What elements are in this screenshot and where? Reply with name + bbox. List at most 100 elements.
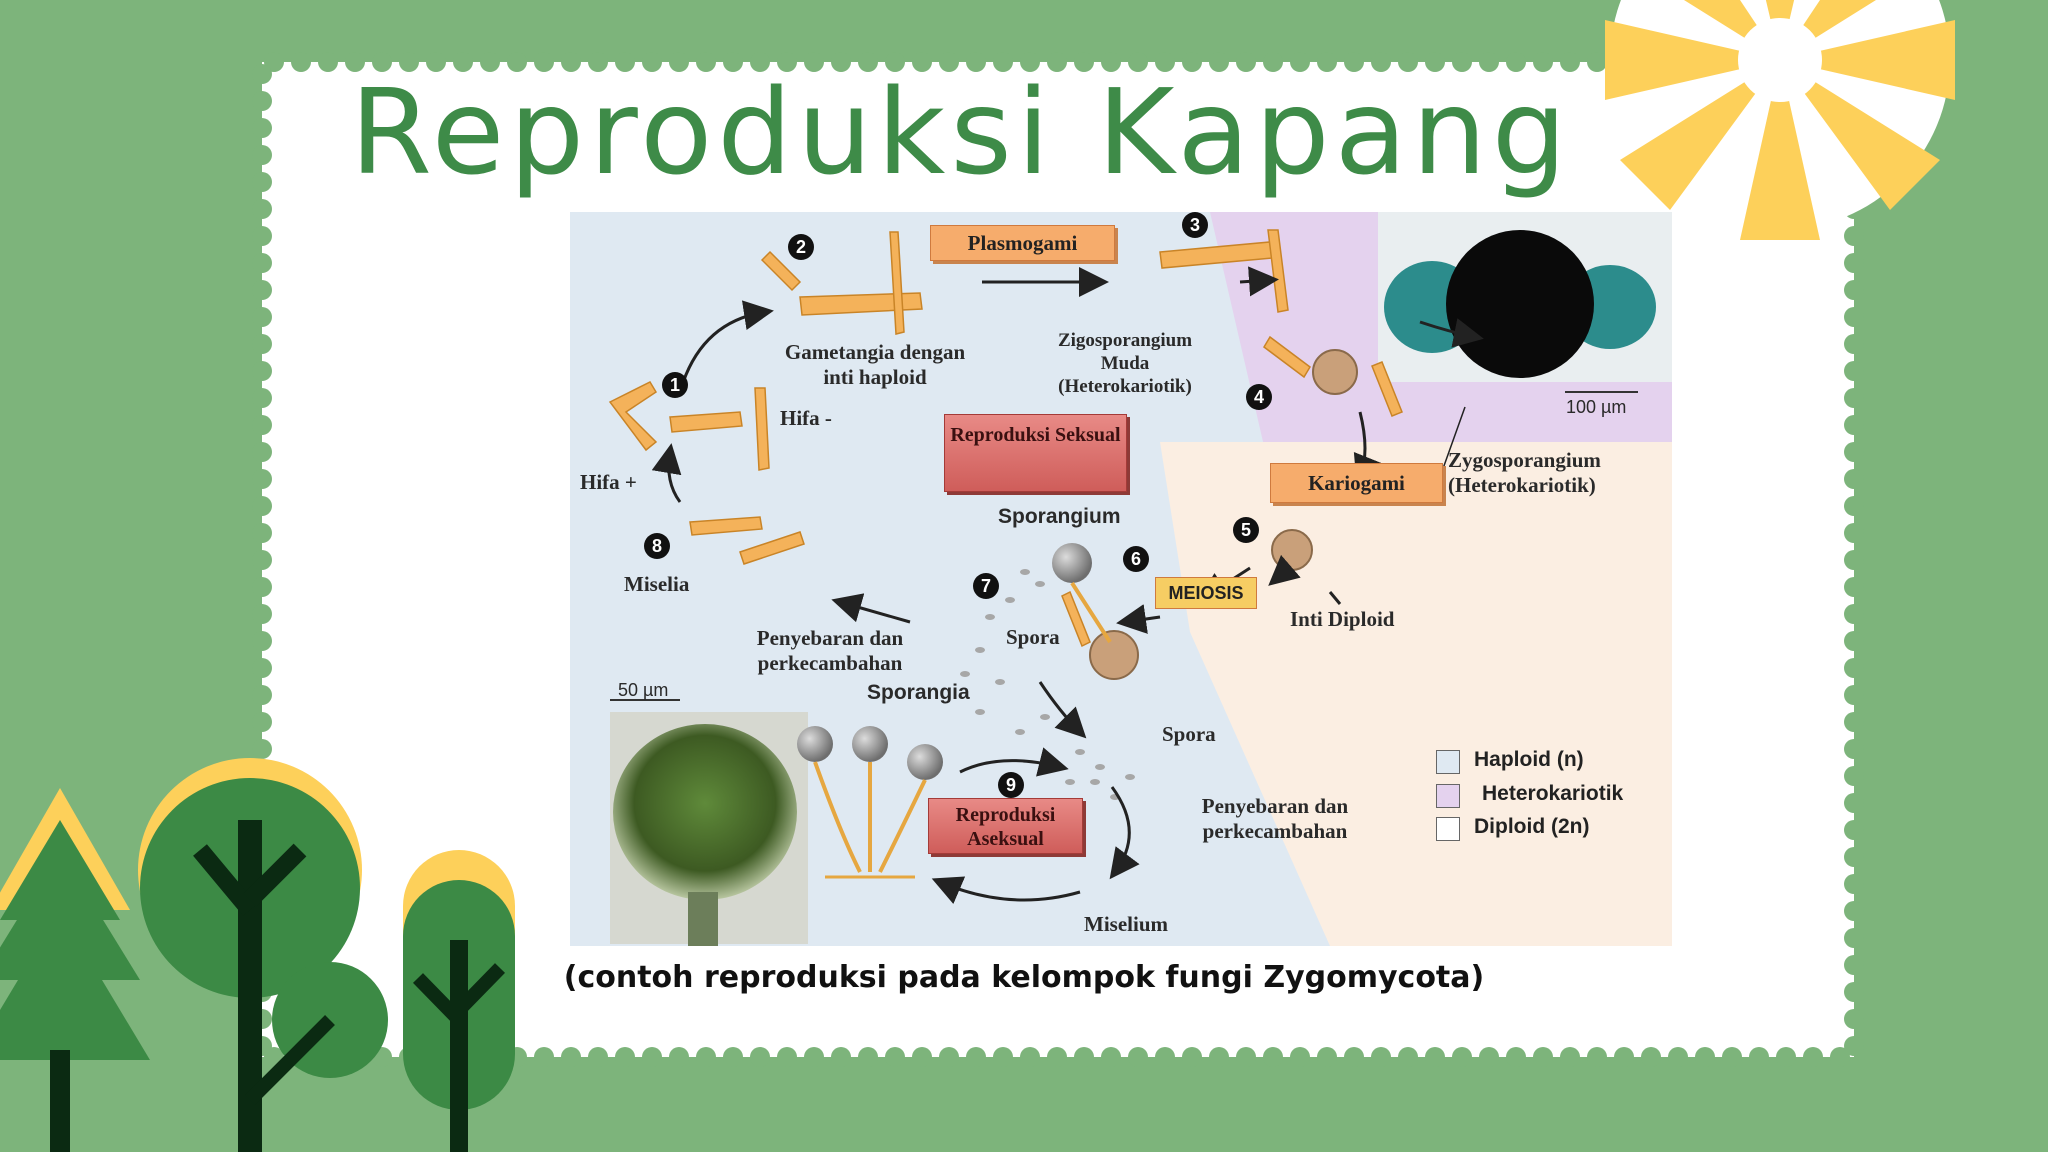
perforation-dot: [1047, 52, 1067, 72]
perforation-dot: [1844, 685, 1864, 705]
perforation-dot: [1844, 577, 1864, 597]
perforation-dot: [1398, 52, 1418, 72]
legend-label-haploid: Haploid (n): [1474, 748, 1584, 771]
perforation-dot: [252, 415, 272, 435]
perforation-dot: [252, 712, 272, 732]
perforation-dot: [1182, 1047, 1202, 1067]
perforation-dot: [885, 52, 905, 72]
perforation-dot: [1614, 1047, 1634, 1067]
perforation-dot: [1560, 1047, 1580, 1067]
perforation-dot: [1844, 1009, 1864, 1029]
perforation-dot: [588, 52, 608, 72]
perforation-dot: [1844, 901, 1864, 921]
perforation-dot: [1425, 1047, 1445, 1067]
perforation-dot: [252, 631, 272, 651]
perforation-dot: [1290, 1047, 1310, 1067]
perforation-dot: [1844, 955, 1864, 975]
perforation-dot: [1128, 52, 1148, 72]
perforation-dot: [252, 577, 272, 597]
perforation-dot: [561, 1047, 581, 1067]
perforation-dot: [1844, 442, 1864, 462]
gametangia-label: Gametangia dengan inti haploid: [784, 340, 966, 390]
slide-title: Reproduksi Kapang: [350, 63, 1572, 201]
perforation-dot: [1101, 1047, 1121, 1067]
perforation-dot: [1020, 52, 1040, 72]
step-7-marker: 7: [973, 573, 999, 599]
perforation-dot: [1506, 52, 1526, 72]
perforation-dot: [1844, 307, 1864, 327]
perforation-dot: [252, 469, 272, 489]
perforation-dot: [1074, 1047, 1094, 1067]
step-9-marker: 9: [998, 772, 1024, 798]
inti-diploid-label: Inti Diploid: [1290, 607, 1395, 631]
perforation-dot: [1047, 1047, 1067, 1067]
zygomycota-life-cycle-diagram: Plasmogami Kariogami MEIOSIS Reproduksi …: [570, 212, 1672, 946]
perforation-dot: [669, 1047, 689, 1067]
perforation-dot: [777, 1047, 797, 1067]
perforation-dot: [453, 52, 473, 72]
perforation-dot: [1587, 52, 1607, 72]
scale-bar-100-label: 100 µm: [1566, 397, 1627, 417]
perforation-dot: [993, 1047, 1013, 1067]
perforation-dot: [993, 52, 1013, 72]
perforation-dot: [615, 52, 635, 72]
perforation-dot: [426, 52, 446, 72]
perforation-dot: [831, 52, 851, 72]
perforation-dot: [1668, 1047, 1688, 1067]
legend-swatch-haploid: [1436, 750, 1460, 774]
reproduksi-aseksual-box: Reproduksi Aseksual: [928, 798, 1083, 854]
perforation-dot: [912, 1047, 932, 1067]
perforation-dot: [1263, 52, 1283, 72]
perforation-dot: [1749, 1047, 1769, 1067]
perforation-dot: [1844, 523, 1864, 543]
step-4-marker: 4: [1246, 384, 1272, 410]
perforation-dot: [561, 52, 581, 72]
miselium-label: Miselium: [1084, 912, 1168, 936]
zygosporangium-label: Zygosporangium (Heterokariotik): [1448, 448, 1601, 498]
diagram-caption: (contoh reproduksi pada kelompok fungi Z…: [563, 960, 1485, 995]
perforation-dot: [252, 523, 272, 543]
perforation-dot: [345, 52, 365, 72]
perforation-dot: [480, 52, 500, 72]
plasmogami-box: Plasmogami: [930, 225, 1115, 261]
perforation-dot: [252, 172, 272, 192]
step-2-marker: 2: [788, 234, 814, 260]
perforation-dot: [252, 280, 272, 300]
perforation-dot: [1128, 1047, 1148, 1067]
perforation-dot: [1587, 1047, 1607, 1067]
perforation-dot: [1803, 1047, 1823, 1067]
perforation-dot: [1722, 1047, 1742, 1067]
spora-label: Spora: [1162, 722, 1216, 746]
perforation-dot: [1844, 604, 1864, 624]
perforation-dot: [1844, 550, 1864, 570]
hifa-plus-label: Hifa +: [580, 470, 637, 494]
perforation-dot: [966, 1047, 986, 1067]
perforation-dot: [1290, 52, 1310, 72]
step-8-marker: 8: [644, 533, 670, 559]
perforation-dot: [1074, 52, 1094, 72]
perforation-dot: [1776, 1047, 1796, 1067]
scale-bar-50-label: 50 µm: [618, 680, 669, 700]
perforation-dot: [1101, 52, 1121, 72]
perforation-dot: [804, 1047, 824, 1067]
perforation-dot: [1209, 52, 1229, 72]
perforation-dot: [399, 52, 419, 72]
reproduksi-seksual-box: Reproduksi Seksual: [944, 414, 1127, 492]
perforation-dot: [252, 307, 272, 327]
perforation-dot: [1317, 1047, 1337, 1067]
perforation-dot: [1155, 52, 1175, 72]
legend-swatch-diploid: [1436, 817, 1460, 841]
perforation-dot: [804, 52, 824, 72]
perforation-dot: [1844, 982, 1864, 1002]
perforation-dot: [1844, 415, 1864, 435]
diagram-background: [570, 212, 1672, 946]
spora-label: Spora: [1006, 625, 1060, 649]
perforation-dot: [1263, 1047, 1283, 1067]
perforation-dot: [1425, 52, 1445, 72]
perforation-dot: [723, 52, 743, 72]
penyebaran-label: Penyebaran dan perkecambahan: [1201, 794, 1349, 844]
perforation-dot: [615, 1047, 635, 1067]
kariogami-box: Kariogami: [1270, 463, 1443, 503]
perforation-dot: [1844, 820, 1864, 840]
perforation-dot: [777, 52, 797, 72]
